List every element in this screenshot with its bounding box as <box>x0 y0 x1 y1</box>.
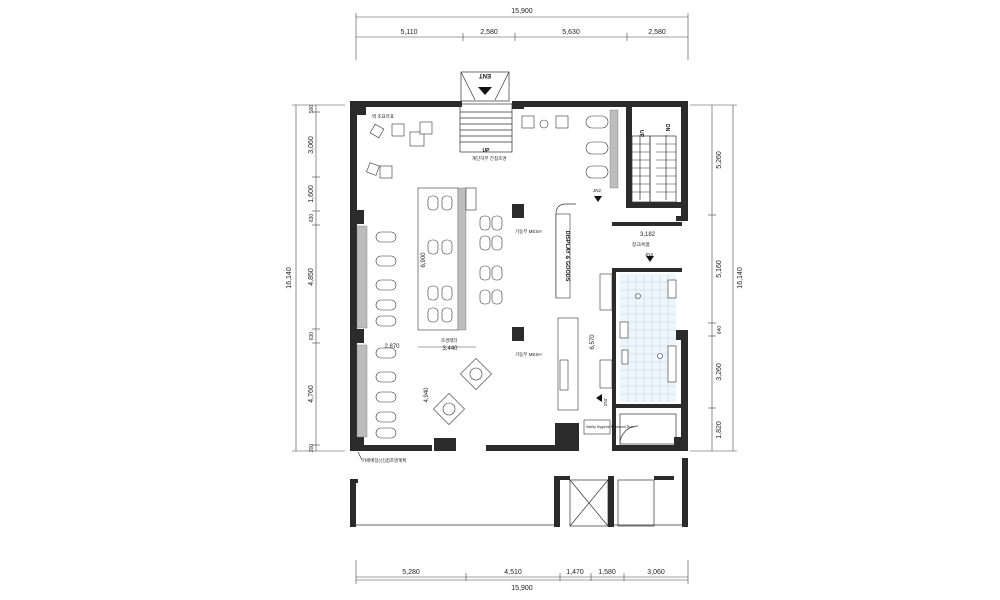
jn-arrow-icon-3 <box>596 394 602 402</box>
bottom-seg-1: 5,280 <box>402 569 420 576</box>
jn-arrow-icon-2 <box>646 256 654 262</box>
left-total-label: 16,140 <box>286 267 293 289</box>
bottom-dimension: 15,900 5,280 4,510 1,470 1,580 3,060 <box>355 560 689 592</box>
right-dimension: 16,140 5,260 5,160 640 3,260 1,820 <box>690 104 744 452</box>
note-bar-label: 조경레터 <box>441 337 458 344</box>
furniture <box>366 109 619 439</box>
left-seg-8: 200 <box>309 444 315 453</box>
note-bottom-label: 카페매장(신)접조명계획 <box>362 457 406 464</box>
bottom-seg-3: 1,470 <box>566 569 584 576</box>
left-seg-2: 3,060 <box>308 136 315 154</box>
round-table-1 <box>460 358 492 390</box>
entrance-arrow-icon <box>478 87 492 95</box>
dim-inner-6570: 6,570 <box>590 334 596 350</box>
jn-label-3: JN3 <box>603 398 608 406</box>
column-mesh-label-2: 기둥부 MESH <box>515 351 542 358</box>
top-seg-4: 2,580 <box>648 29 666 36</box>
stair-core: UP DN <box>626 101 688 208</box>
right-seg-5: 1,820 <box>716 421 723 439</box>
exterior-walls <box>350 101 688 451</box>
storage-label: 창고/비품 <box>632 241 650 248</box>
left-banquettes <box>356 225 368 438</box>
right-seg-4: 3,260 <box>716 363 723 381</box>
dim-inner-3440: 3,440 <box>442 346 458 352</box>
left-seg-6: 630 <box>309 332 315 341</box>
left-seg-4: 630 <box>309 214 315 223</box>
entrance-label: ENT <box>479 72 491 78</box>
note-stair-label: 계단하부 간접조명 <box>472 155 506 162</box>
right-seg-2: 5,160 <box>716 260 723 278</box>
jn-arrow-icon-1 <box>594 196 602 202</box>
top-seg-1: 5,110 <box>401 29 418 36</box>
display-label: DISPLAY & GOODS <box>564 231 570 282</box>
display-wall: DISPLAY & GOODS 기둥부 MESH 기둥부 MESH JN2 <box>515 188 602 358</box>
bottom-seg-2: 4,510 <box>504 569 522 576</box>
top-total-label: 15,900 <box>511 8 533 15</box>
left-seg-3: 1,600 <box>308 185 315 203</box>
main-stair: UP 계단하부 간접조명 <box>459 103 513 162</box>
bottom-seg-4: 1,580 <box>598 569 616 576</box>
bar-counter: 6,900 조경레터 3,440 2,870 4,940 <box>384 187 477 403</box>
bottom-total-label: 15,900 <box>511 585 533 592</box>
right-total-label: 16,140 <box>737 267 744 289</box>
jn-label-2: JN3 <box>645 252 653 257</box>
kitchen: 3,182 창고/비품 JN3 6,570 <box>557 222 682 411</box>
right-seg-1: 5,260 <box>716 151 723 169</box>
wc-sign-label: Safety Hygiene Restroom Rule <box>586 425 634 429</box>
stair-dn-label: DN <box>664 124 670 132</box>
note-top-left-label: 벽 조표목표 <box>372 113 394 120</box>
dim-inner-3182: 3,182 <box>640 232 656 238</box>
restroom: Safety Hygiene Restroom Rule <box>583 408 677 448</box>
left-seg-7: 4,760 <box>308 385 315 403</box>
entrance: ENT <box>460 71 510 102</box>
stair-up-label: UP <box>638 130 644 138</box>
dim-inner-2870: 2,870 <box>384 344 400 350</box>
dim-inner-4940: 4,940 <box>424 387 430 403</box>
lower-terrace <box>350 458 688 527</box>
column-mesh-label-1: 기둥부 MESH <box>515 228 542 235</box>
top-seg-2: 2,580 <box>480 29 498 36</box>
dim-inner-6900: 6,900 <box>421 252 427 268</box>
tiled-floor <box>620 274 676 402</box>
main-stair-up-label: UP <box>483 148 491 154</box>
left-seg-5: 4,850 <box>308 268 315 286</box>
left-seg-1: 500 <box>309 105 315 114</box>
top-dimension: 15,900 5,110 2,580 5,630 2,580 <box>355 8 689 60</box>
left-dimension: 16,140 500 3,060 1,600 630 4,850 630 4,7… <box>286 105 345 453</box>
bottom-seg-5: 3,060 <box>647 569 665 576</box>
round-table-2 <box>433 393 465 425</box>
right-seg-3: 640 <box>717 326 723 335</box>
top-seg-3: 5,630 <box>562 29 580 36</box>
jn-label-1: JN2 <box>593 188 601 193</box>
